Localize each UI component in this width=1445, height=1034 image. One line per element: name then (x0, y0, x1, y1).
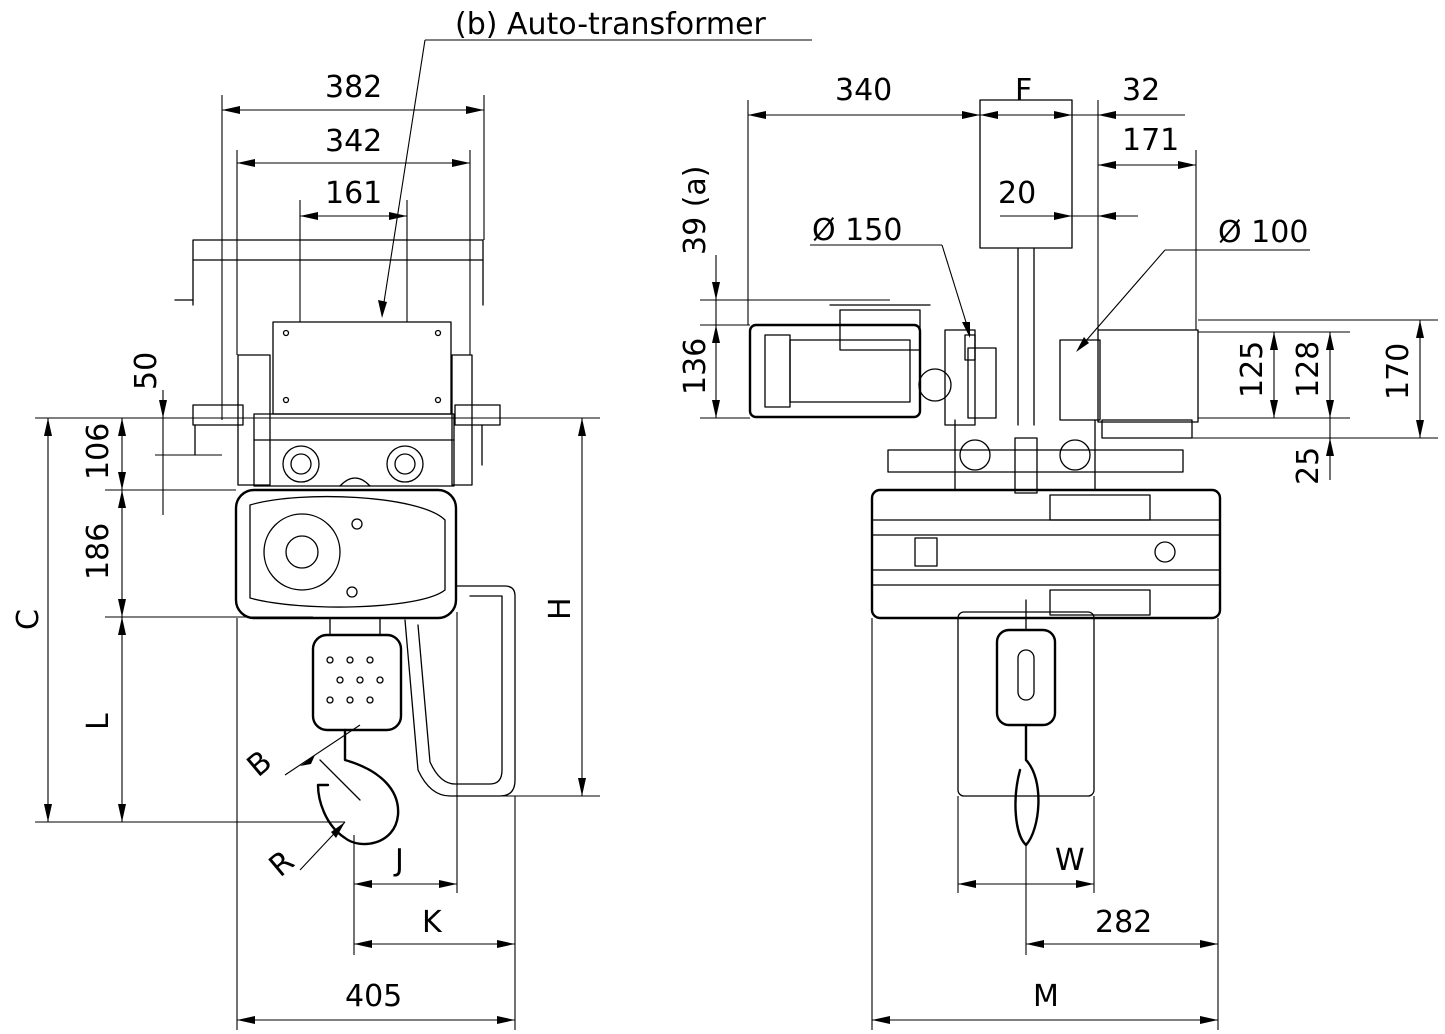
dim-H-label: H (543, 597, 578, 620)
travel-motor (748, 304, 976, 426)
dim-L-label: L (81, 713, 116, 730)
dim-282-label: 282 (1095, 905, 1152, 940)
chain-container (957, 599, 1095, 847)
trolley-frame (174, 239, 501, 466)
right-bottom-dimensions: W 282 M (871, 618, 1219, 1030)
hook (316, 728, 400, 846)
dim-J-label: J (393, 843, 404, 878)
right-front-view: 340 F 32 171 20 Ø 150 Ø 100 (678, 73, 1438, 1030)
dim-186-label: 186 (81, 523, 116, 580)
dim-170-label: 170 (1381, 343, 1416, 400)
trolley-side-plates (967, 329, 1199, 439)
dim-R-label: R (263, 844, 301, 884)
right-right-vertical-dimensions: 125 128 25 170 (1192, 319, 1438, 485)
i-beam (979, 99, 1073, 426)
right-top-dimensions: 340 F 32 171 20 (747, 73, 1197, 330)
left-top-dimensions: 382 342 161 (221, 70, 485, 420)
dim-171-label: 171 (1122, 123, 1179, 158)
bottom-block (311, 617, 403, 732)
left-vertical-dimensions: 50 106 186 L C H (11, 352, 600, 823)
dim-405-label: 405 (345, 979, 402, 1014)
cross-shaft (887, 419, 1184, 494)
dim-F-label: F (1015, 73, 1032, 108)
hoist-body (234, 488, 458, 620)
dim-25-label: 25 (1291, 447, 1326, 485)
diameter-callouts: Ø 150 Ø 100 (810, 213, 1310, 352)
dia-150-label: Ø 150 (812, 213, 902, 248)
dia-100-label: Ø 100 (1218, 215, 1308, 250)
dim-128-label: 128 (1291, 341, 1326, 398)
dim-39a-label: 39 (a) (678, 165, 713, 255)
dim-20-label: 20 (998, 176, 1036, 211)
dim-B-label: B (241, 744, 279, 784)
dim-50-label: 50 (129, 352, 164, 390)
hook-dimensions: B R (241, 724, 361, 884)
dim-342-label: 342 (325, 124, 382, 159)
dim-32-label: 32 (1122, 73, 1160, 108)
dim-M-label: M (1033, 979, 1059, 1014)
dim-106-label: 106 (81, 423, 116, 480)
auto-transformer-callout: (b) Auto-transformer (378, 7, 812, 318)
dim-C-label: C (11, 609, 46, 630)
left-bottom-dimensions: J K 405 (236, 612, 516, 1030)
pendant-cable-guide (404, 585, 516, 797)
dim-161-label: 161 (325, 176, 382, 211)
dim-136-label: 136 (678, 338, 713, 395)
auto-transformer-box (272, 321, 452, 415)
right-left-vertical-dimensions: 39 (a) 136 (678, 165, 890, 419)
trolley-side-plate (237, 354, 473, 487)
dim-340-label: 340 (835, 73, 892, 108)
dim-382-label: 382 (325, 70, 382, 105)
left-side-view: 382 342 161 50 (11, 70, 600, 1030)
dim-K-label: K (422, 905, 443, 940)
callout-label: (b) Auto-transformer (455, 7, 767, 42)
hoist-body-front (870, 488, 1222, 620)
dim-W-label: W (1055, 843, 1085, 878)
dim-125-label: 125 (1235, 341, 1270, 398)
